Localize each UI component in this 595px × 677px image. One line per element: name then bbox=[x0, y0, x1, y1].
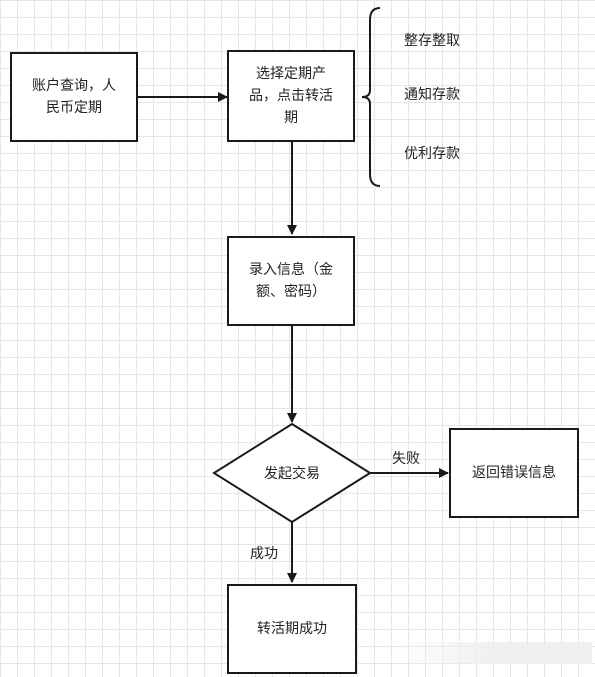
edge-label-fail: 失败 bbox=[392, 451, 420, 467]
node-account-query-text: 账户查询，人 民币定期 bbox=[32, 78, 116, 116]
node-success[interactable]: 转活期成功 bbox=[227, 584, 357, 674]
watermark-fade bbox=[392, 642, 592, 664]
node-enter-info[interactable]: 录入信息（金 额、密码） bbox=[227, 236, 355, 326]
node-initiate-text: 发起交易 bbox=[264, 466, 320, 482]
node-select-product-text: 选择定期产 品，点击转活 期 bbox=[249, 66, 333, 126]
option-premium-deposit: 优利存款 bbox=[404, 146, 460, 162]
node-return-error[interactable]: 返回错误信息 bbox=[449, 428, 579, 518]
node-enter-info-text: 录入信息（金 额、密码） bbox=[249, 262, 333, 300]
edge-label-success: 成功 bbox=[250, 546, 278, 562]
node-select-product[interactable]: 选择定期产 品，点击转活 期 bbox=[227, 50, 355, 142]
node-success-text: 转活期成功 bbox=[257, 621, 327, 637]
node-account-query[interactable]: 账户查询，人 民币定期 bbox=[10, 52, 138, 142]
option-lumpsum: 整存整取 bbox=[404, 33, 460, 49]
node-return-error-text: 返回错误信息 bbox=[472, 465, 556, 481]
option-notice-deposit: 通知存款 bbox=[404, 87, 460, 103]
options-brace bbox=[361, 7, 381, 187]
